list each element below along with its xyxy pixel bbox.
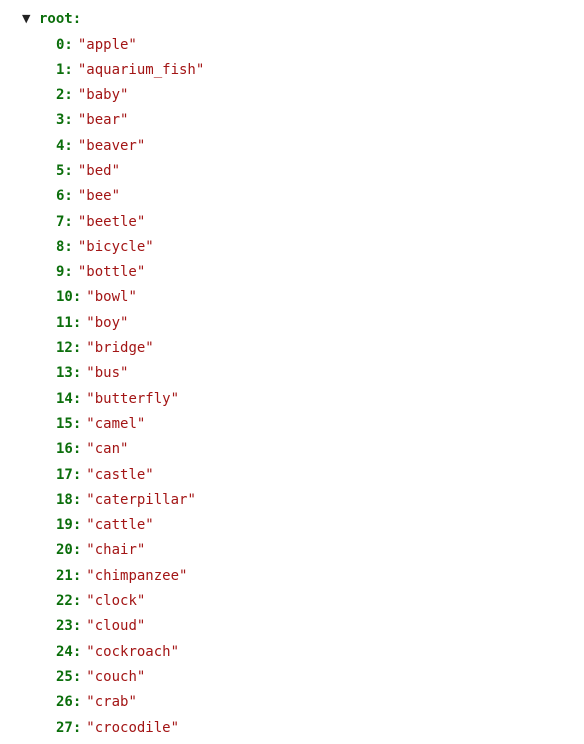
json-array-item: 9:"bottle" bbox=[56, 263, 204, 288]
string-value: "beetle" bbox=[77, 213, 146, 230]
json-array-item: 12:"bridge" bbox=[56, 339, 204, 364]
string-value: "baby" bbox=[77, 87, 129, 104]
string-value: "crocodile" bbox=[86, 719, 180, 736]
string-value: "chair" bbox=[86, 542, 146, 559]
json-array-item: 7:"beetle" bbox=[56, 213, 204, 238]
json-array-item: 25:"couch" bbox=[56, 668, 204, 693]
array-index-key: 0: bbox=[56, 36, 73, 53]
string-value: "chimpanzee" bbox=[86, 567, 188, 584]
json-array-item: 16:"can" bbox=[56, 440, 204, 465]
string-value: "bus" bbox=[86, 365, 129, 382]
array-index-key: 19: bbox=[56, 517, 82, 534]
json-array-item: 19:"cattle" bbox=[56, 516, 204, 541]
string-value: "aquarium_fish" bbox=[77, 61, 205, 78]
array-index-key: 14: bbox=[56, 390, 82, 407]
array-index-key: 26: bbox=[56, 694, 82, 711]
string-value: "bed" bbox=[77, 162, 121, 179]
string-value: "crab" bbox=[86, 694, 137, 711]
json-array-item: 15:"camel" bbox=[56, 415, 204, 440]
string-value: "bowl" bbox=[86, 289, 137, 306]
collapse-toggle-icon[interactable]: ▼ bbox=[22, 12, 31, 25]
json-array-items: 0:"apple"1:"aquarium_fish"2:"baby"3:"bea… bbox=[56, 36, 204, 744]
array-index-key: 18: bbox=[56, 491, 82, 508]
string-value: "can" bbox=[86, 441, 129, 458]
json-array-item: 1:"aquarium_fish" bbox=[56, 61, 204, 86]
array-index-key: 23: bbox=[56, 618, 82, 635]
json-array-item: 6:"bee" bbox=[56, 187, 204, 212]
json-array-item: 11:"boy" bbox=[56, 314, 204, 339]
array-index-key: 15: bbox=[56, 415, 82, 432]
array-index-key: 16: bbox=[56, 441, 82, 458]
array-index-key: 3: bbox=[56, 112, 73, 129]
json-array-item: 10:"bowl" bbox=[56, 288, 204, 313]
string-value: "bottle" bbox=[77, 264, 146, 281]
json-array-item: 8:"bicycle" bbox=[56, 238, 204, 263]
string-value: "butterfly" bbox=[86, 390, 180, 407]
json-array-item: 3:"bear" bbox=[56, 111, 204, 136]
json-array-item: 21:"chimpanzee" bbox=[56, 567, 204, 592]
json-array-item: 5:"bed" bbox=[56, 162, 204, 187]
string-value: "clock" bbox=[86, 593, 146, 610]
array-index-key: 6: bbox=[56, 188, 73, 205]
array-index-key: 27: bbox=[56, 719, 82, 736]
json-array-item: 22:"clock" bbox=[56, 592, 204, 617]
array-index-key: 20: bbox=[56, 542, 82, 559]
array-index-key: 12: bbox=[56, 340, 82, 357]
json-array-item: 17:"castle" bbox=[56, 466, 204, 491]
json-array-item: 13:"bus" bbox=[56, 364, 204, 389]
string-value: "bicycle" bbox=[77, 238, 154, 255]
root-key-label: root: bbox=[39, 11, 82, 27]
string-value: "cockroach" bbox=[86, 643, 180, 660]
json-array-item: 4:"beaver" bbox=[56, 137, 204, 162]
array-index-key: 22: bbox=[56, 593, 82, 610]
json-array-item: 14:"butterfly" bbox=[56, 390, 204, 415]
string-value: "bear" bbox=[77, 112, 129, 129]
json-array-item: 26:"crab" bbox=[56, 693, 204, 718]
string-value: "beaver" bbox=[77, 137, 146, 154]
string-value: "castle" bbox=[86, 466, 154, 483]
json-array-item: 18:"caterpillar" bbox=[56, 491, 204, 516]
string-value: "caterpillar" bbox=[86, 491, 196, 508]
json-array-item: 24:"cockroach" bbox=[56, 643, 204, 668]
json-array-item: 23:"cloud" bbox=[56, 617, 204, 642]
array-index-key: 10: bbox=[56, 289, 82, 306]
array-index-key: 21: bbox=[56, 567, 82, 584]
array-index-key: 25: bbox=[56, 668, 82, 685]
array-index-key: 8: bbox=[56, 238, 73, 255]
array-index-key: 9: bbox=[56, 264, 73, 281]
json-array-item: 20:"chair" bbox=[56, 541, 204, 566]
string-value: "bridge" bbox=[86, 340, 154, 357]
string-value: "boy" bbox=[86, 314, 129, 331]
array-index-key: 24: bbox=[56, 643, 82, 660]
string-value: "camel" bbox=[86, 415, 146, 432]
string-value: "cloud" bbox=[86, 618, 146, 635]
array-index-key: 11: bbox=[56, 314, 82, 331]
json-array-item: 0:"apple" bbox=[56, 36, 204, 61]
string-value: "apple" bbox=[77, 36, 137, 53]
string-value: "bee" bbox=[77, 188, 121, 205]
string-value: "couch" bbox=[86, 668, 146, 685]
array-index-key: 4: bbox=[56, 137, 73, 154]
json-array-item: 27:"crocodile" bbox=[56, 719, 204, 744]
array-index-key: 13: bbox=[56, 365, 82, 382]
array-index-key: 17: bbox=[56, 466, 82, 483]
array-index-key: 2: bbox=[56, 87, 73, 104]
string-value: "cattle" bbox=[86, 517, 154, 534]
json-array-item: 2:"baby" bbox=[56, 86, 204, 111]
json-root-node[interactable]: ▼ root: bbox=[22, 10, 81, 28]
array-index-key: 7: bbox=[56, 213, 73, 230]
array-index-key: 5: bbox=[56, 162, 73, 179]
array-index-key: 1: bbox=[56, 61, 73, 78]
